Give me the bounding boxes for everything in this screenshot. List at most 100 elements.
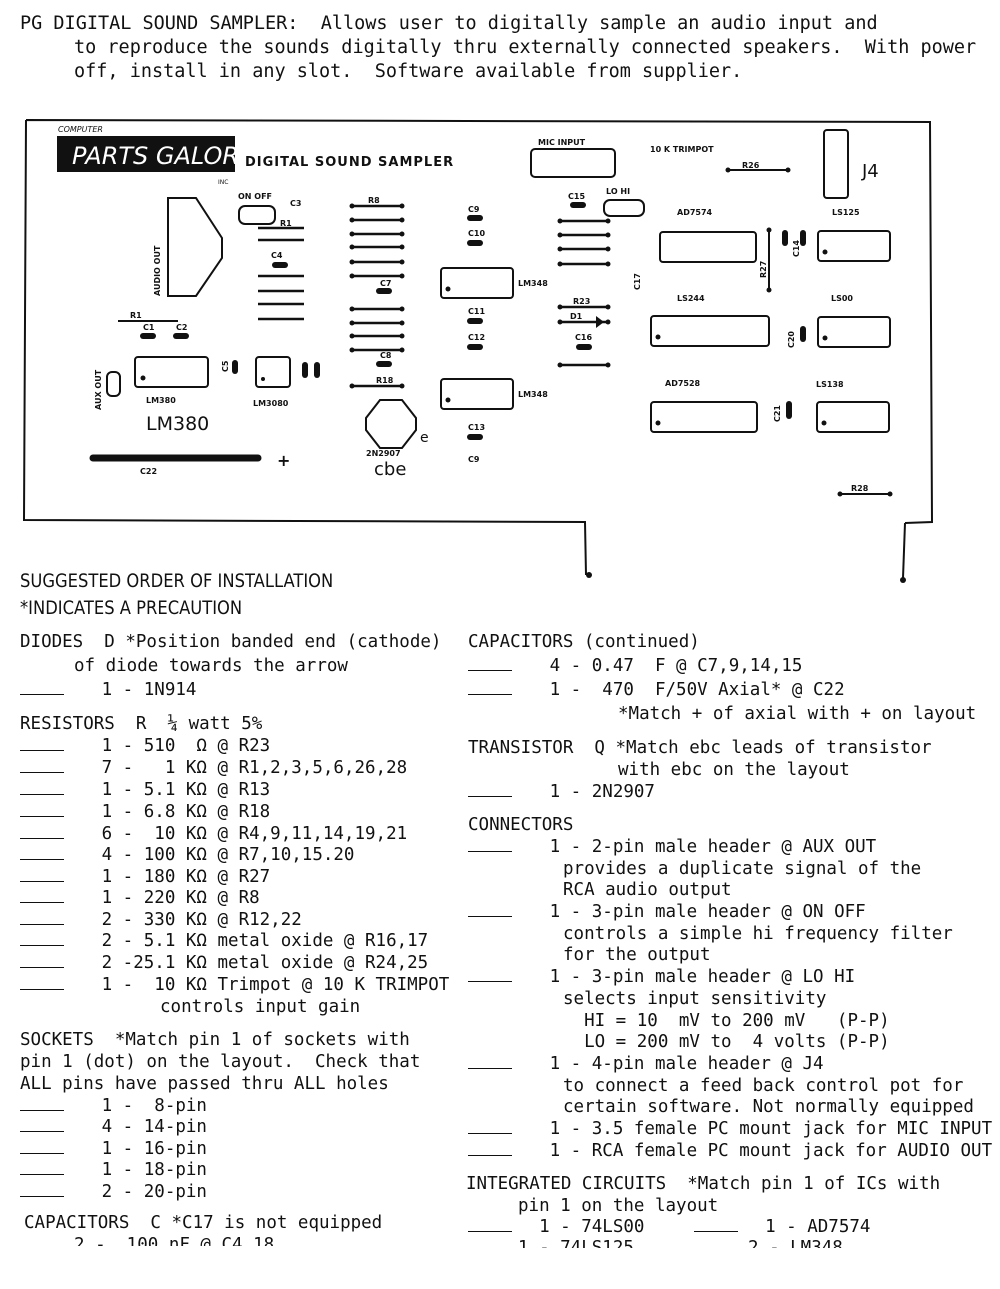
label-j4: J4: [861, 161, 879, 182]
j4-header: [823, 129, 849, 199]
transistor-heading-cont: with ebc on the layout: [618, 760, 850, 780]
connector-note: LO = 200 mV to 4 volts (P-P): [563, 1032, 890, 1052]
list-item: 1 - 2-pin male header @ AUX OUT: [468, 837, 876, 857]
precaution-heading: *INDICATES A PRECAUTION: [20, 597, 243, 619]
label-c17: C17: [633, 273, 642, 290]
list-item: 2 - 5.1 KΩ metal oxide @ R16,17: [20, 931, 428, 951]
label-c5: C5: [221, 360, 230, 372]
connector-note: selects input sensitivity: [563, 989, 827, 1009]
connector-note: certain software. Not normally equipped: [563, 1097, 974, 1117]
ad7574-chip: [659, 231, 757, 263]
sockets-heading: SOCKETS *Match pin 1 of sockets with: [20, 1030, 410, 1050]
brand-inc: INC: [218, 179, 228, 186]
ics-heading-cont: pin 1 on the layout: [518, 1196, 719, 1216]
ad7528-chip: [650, 401, 758, 433]
label-lm348-1: LM348: [518, 279, 548, 288]
ls125-chip: [817, 230, 891, 262]
sockets-line-2: pin 1 (dot) on the layout. Check that: [20, 1052, 421, 1072]
list-item: 1 - 1N914: [20, 680, 196, 700]
label-ls125: LS125: [832, 208, 860, 217]
list-item: 1 - 8-pin: [20, 1096, 207, 1116]
label-ls138: LS138: [816, 380, 844, 389]
label-lm348-2: LM348: [518, 390, 548, 399]
list-item: 1 - 10 KΩ Trimpot @ 10 K TRIMPOT: [20, 975, 449, 995]
connectors-heading: CONNECTORS: [468, 815, 574, 835]
list-item: 4 - 0.47 F @ C7,9,14,15: [468, 656, 802, 676]
label-on-off: ON OFF: [238, 192, 272, 201]
list-item: 4 - 14-pin: [20, 1117, 207, 1137]
label-r26: R26: [742, 161, 760, 170]
list-item: 2 -25.1 KΩ metal oxide @ R24,25: [20, 953, 428, 973]
label-c12: C12: [468, 333, 485, 342]
lm3080-chip: [255, 356, 291, 388]
list-item: 1 - 6.8 KΩ @ R18: [20, 802, 270, 822]
label-lm380-small: LM380: [146, 396, 176, 405]
list-item: 1 - 16-pin: [20, 1139, 207, 1159]
label-c22: C22: [140, 467, 157, 476]
capacitors-cont-heading: CAPACITORS (continued): [468, 632, 700, 652]
diodes-heading-cont: of diode towards the arrow: [74, 656, 348, 676]
list-item: 1 - 3.5 female PC mount jack for MIC INP…: [468, 1119, 992, 1139]
label-r1-lower: R1: [130, 311, 142, 320]
label-r1: R1: [280, 219, 292, 228]
label-c10: C10: [468, 229, 485, 238]
label-c8: C8: [380, 351, 392, 360]
ls138-chip: [816, 401, 890, 433]
diodes-heading: DIODES D *Position banded end (cathode): [20, 632, 442, 652]
label-ls00: LS00: [831, 294, 853, 303]
audio-out-jack: [167, 197, 223, 297]
board-outline: [22, 119, 934, 576]
list-item: 1 - 5.1 KΩ @ R13: [20, 780, 270, 800]
list-item: 1 - 180 KΩ @ R27: [20, 867, 270, 887]
list-item: 1 - 74LS125: [518, 1238, 634, 1248]
label-c14: C14: [792, 240, 801, 257]
label-c11: C11: [468, 307, 485, 316]
intro-line-2: to reproduce the sounds digitally thru e…: [74, 37, 977, 58]
label-c9-lower: C9: [468, 455, 480, 464]
label-audio-out: AUDIO OUT: [153, 245, 162, 296]
label-ls244: LS244: [677, 294, 705, 303]
label-c7: C7: [380, 279, 391, 288]
label-lm3080: LM3080: [253, 399, 289, 408]
brand-small: COMPUTER: [58, 125, 103, 134]
axial-note: *Match + of axial with + on layout: [618, 704, 977, 724]
list-item: 1 - 74LS00: [468, 1217, 644, 1237]
brand-logo-box: [57, 136, 235, 172]
connector-note: to connect a feed back control pot for: [563, 1076, 964, 1096]
intro-line-3: off, install in any slot. Software avail…: [74, 61, 743, 82]
label-c16: C16: [575, 333, 592, 342]
list-item: 1 - 18-pin: [20, 1160, 207, 1180]
label-c4: C4: [271, 251, 283, 260]
list-item: 1 - 3-pin male header @ LO HI: [468, 967, 855, 987]
label-c3: C3: [290, 199, 301, 208]
lm380-chip: [134, 356, 209, 388]
transistor-outline: [365, 399, 417, 449]
list-item: 1 - 2N2907: [468, 782, 655, 802]
label-c1: C1: [143, 323, 155, 332]
list-item: 1 - 220 KΩ @ R8: [20, 888, 260, 908]
bracket-line: [902, 522, 906, 579]
brand-logo-text: PARTS GALORE: [72, 142, 255, 170]
label-c13: C13: [468, 423, 485, 432]
list-item: 1 - 510 Ω @ R23: [20, 736, 270, 756]
list-item: 2 - 20-pin: [20, 1182, 207, 1202]
label-r8: R8: [368, 196, 380, 205]
label-c9: C9: [468, 205, 480, 214]
connector-note: controls a simple hi frequency filter: [563, 924, 953, 944]
list-item: 2 - 330 KΩ @ R12,22: [20, 910, 302, 930]
aux-out-header: [106, 371, 121, 397]
trimpot-note: controls input gain: [160, 997, 361, 1017]
list-item: 7 - 1 KΩ @ R1,2,3,5,6,26,28: [20, 758, 407, 778]
connector-note: HI = 10 mV to 200 mV (P-P): [563, 1011, 890, 1031]
label-ad7528: AD7528: [665, 379, 701, 388]
list-item: 6 - 10 KΩ @ R4,9,11,14,19,21: [20, 824, 407, 844]
ls244-chip: [650, 315, 770, 347]
label-lm380: LM380: [146, 413, 209, 435]
ics-heading: INTEGRATED CIRCUITS *Match pin 1 of ICs …: [466, 1174, 941, 1194]
board-title: DIGITAL SOUND SAMPLER: [245, 155, 454, 170]
install-heading: SUGGESTED ORDER OF INSTALLATION: [20, 570, 334, 592]
label-c21: C21: [773, 405, 782, 422]
list-item: 1 - 4-pin male header @ J4: [468, 1054, 824, 1074]
label-r28: R28: [851, 484, 869, 493]
list-item: 1 - 470 F/50V Axial* @ C22: [468, 680, 845, 700]
